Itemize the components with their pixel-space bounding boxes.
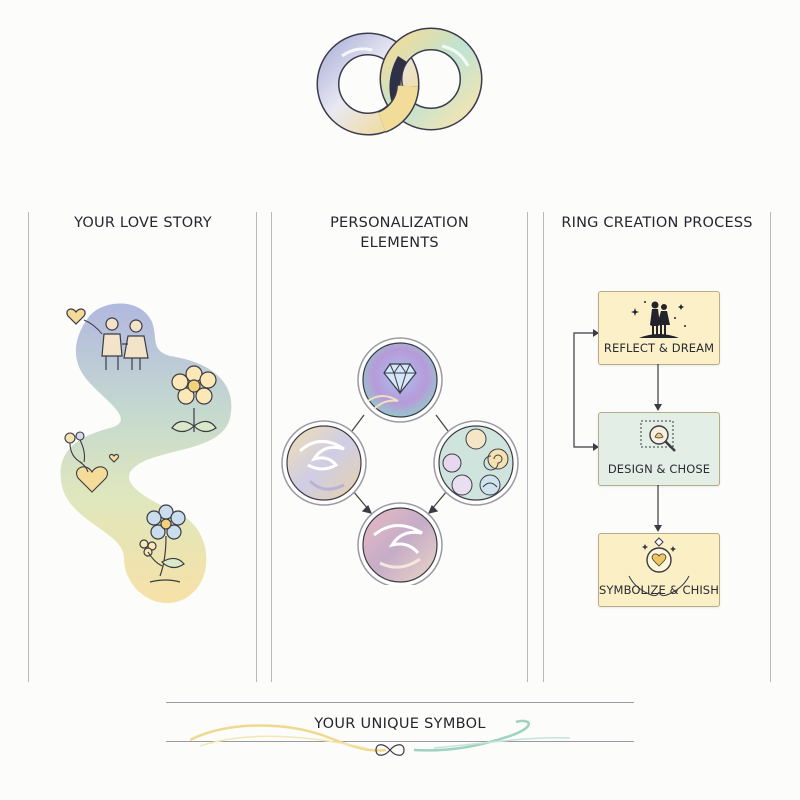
spiral-icon (487, 448, 509, 470)
compass-icon (442, 453, 462, 473)
step-symbolize-chish: SYMBOLIZE & CHISH (598, 533, 720, 607)
personalization-title-line2: ELEMENTS (360, 235, 439, 251)
interlocking-rings-logo (316, 27, 483, 136)
personalization-title: PERSONALIZATION ELEMENTS (272, 213, 527, 253)
love-story-illustration (60, 303, 232, 604)
diamond-icon (383, 363, 417, 394)
divider-4 (527, 212, 528, 682)
swirl-circle-gold (281, 420, 367, 506)
magnifier-icon (640, 420, 676, 452)
swirl-circle-rose (357, 502, 443, 585)
infinity-icon (375, 744, 405, 756)
blue-flower-icon (139, 504, 186, 583)
ring-in-hands-icon (628, 537, 690, 597)
couple-icon (631, 301, 686, 338)
footer-bottom-line (166, 741, 634, 742)
divider-1 (28, 212, 29, 682)
step-reflect-dream: REFLECT & DREAM (598, 291, 720, 365)
footer-top-line (166, 702, 634, 703)
footer-title: YOUR UNIQUE SYMBOL (314, 716, 486, 732)
wave-icon (479, 474, 501, 496)
symbols-circle (433, 420, 519, 506)
tree-icon (465, 428, 487, 450)
step-label-3: SYMBOLIZE & CHISH (599, 583, 719, 597)
balloon-heart-icon (64, 431, 120, 493)
feedback-loop-arrow (573, 329, 599, 451)
ring-process-title: RING CREATION PROCESS (561, 215, 753, 231)
divider-3 (271, 212, 272, 682)
personalization-title-line1: PERSONALIZATION (330, 215, 469, 231)
personalization-diagram (281, 337, 519, 585)
footer-flourish (190, 719, 571, 756)
love-story-title: YOUR LOVE STORY (74, 215, 212, 231)
divider-2 (256, 212, 257, 682)
divider-5 (543, 212, 544, 682)
step-label-1: REFLECT & DREAM (603, 341, 715, 355)
arrow-step2-to-step3 (654, 485, 662, 532)
feather-icon (451, 474, 473, 496)
couple-icon (101, 317, 149, 370)
step-design-chose: DESIGN & CHOSE (598, 412, 720, 486)
heart-icon (66, 308, 86, 325)
flower-icon (171, 365, 217, 433)
gemstone-circle (357, 337, 443, 423)
arrow-step1-to-step2 (654, 364, 662, 411)
divider-6 (770, 212, 771, 682)
step-label-2: DESIGN & CHOSE (607, 462, 711, 476)
